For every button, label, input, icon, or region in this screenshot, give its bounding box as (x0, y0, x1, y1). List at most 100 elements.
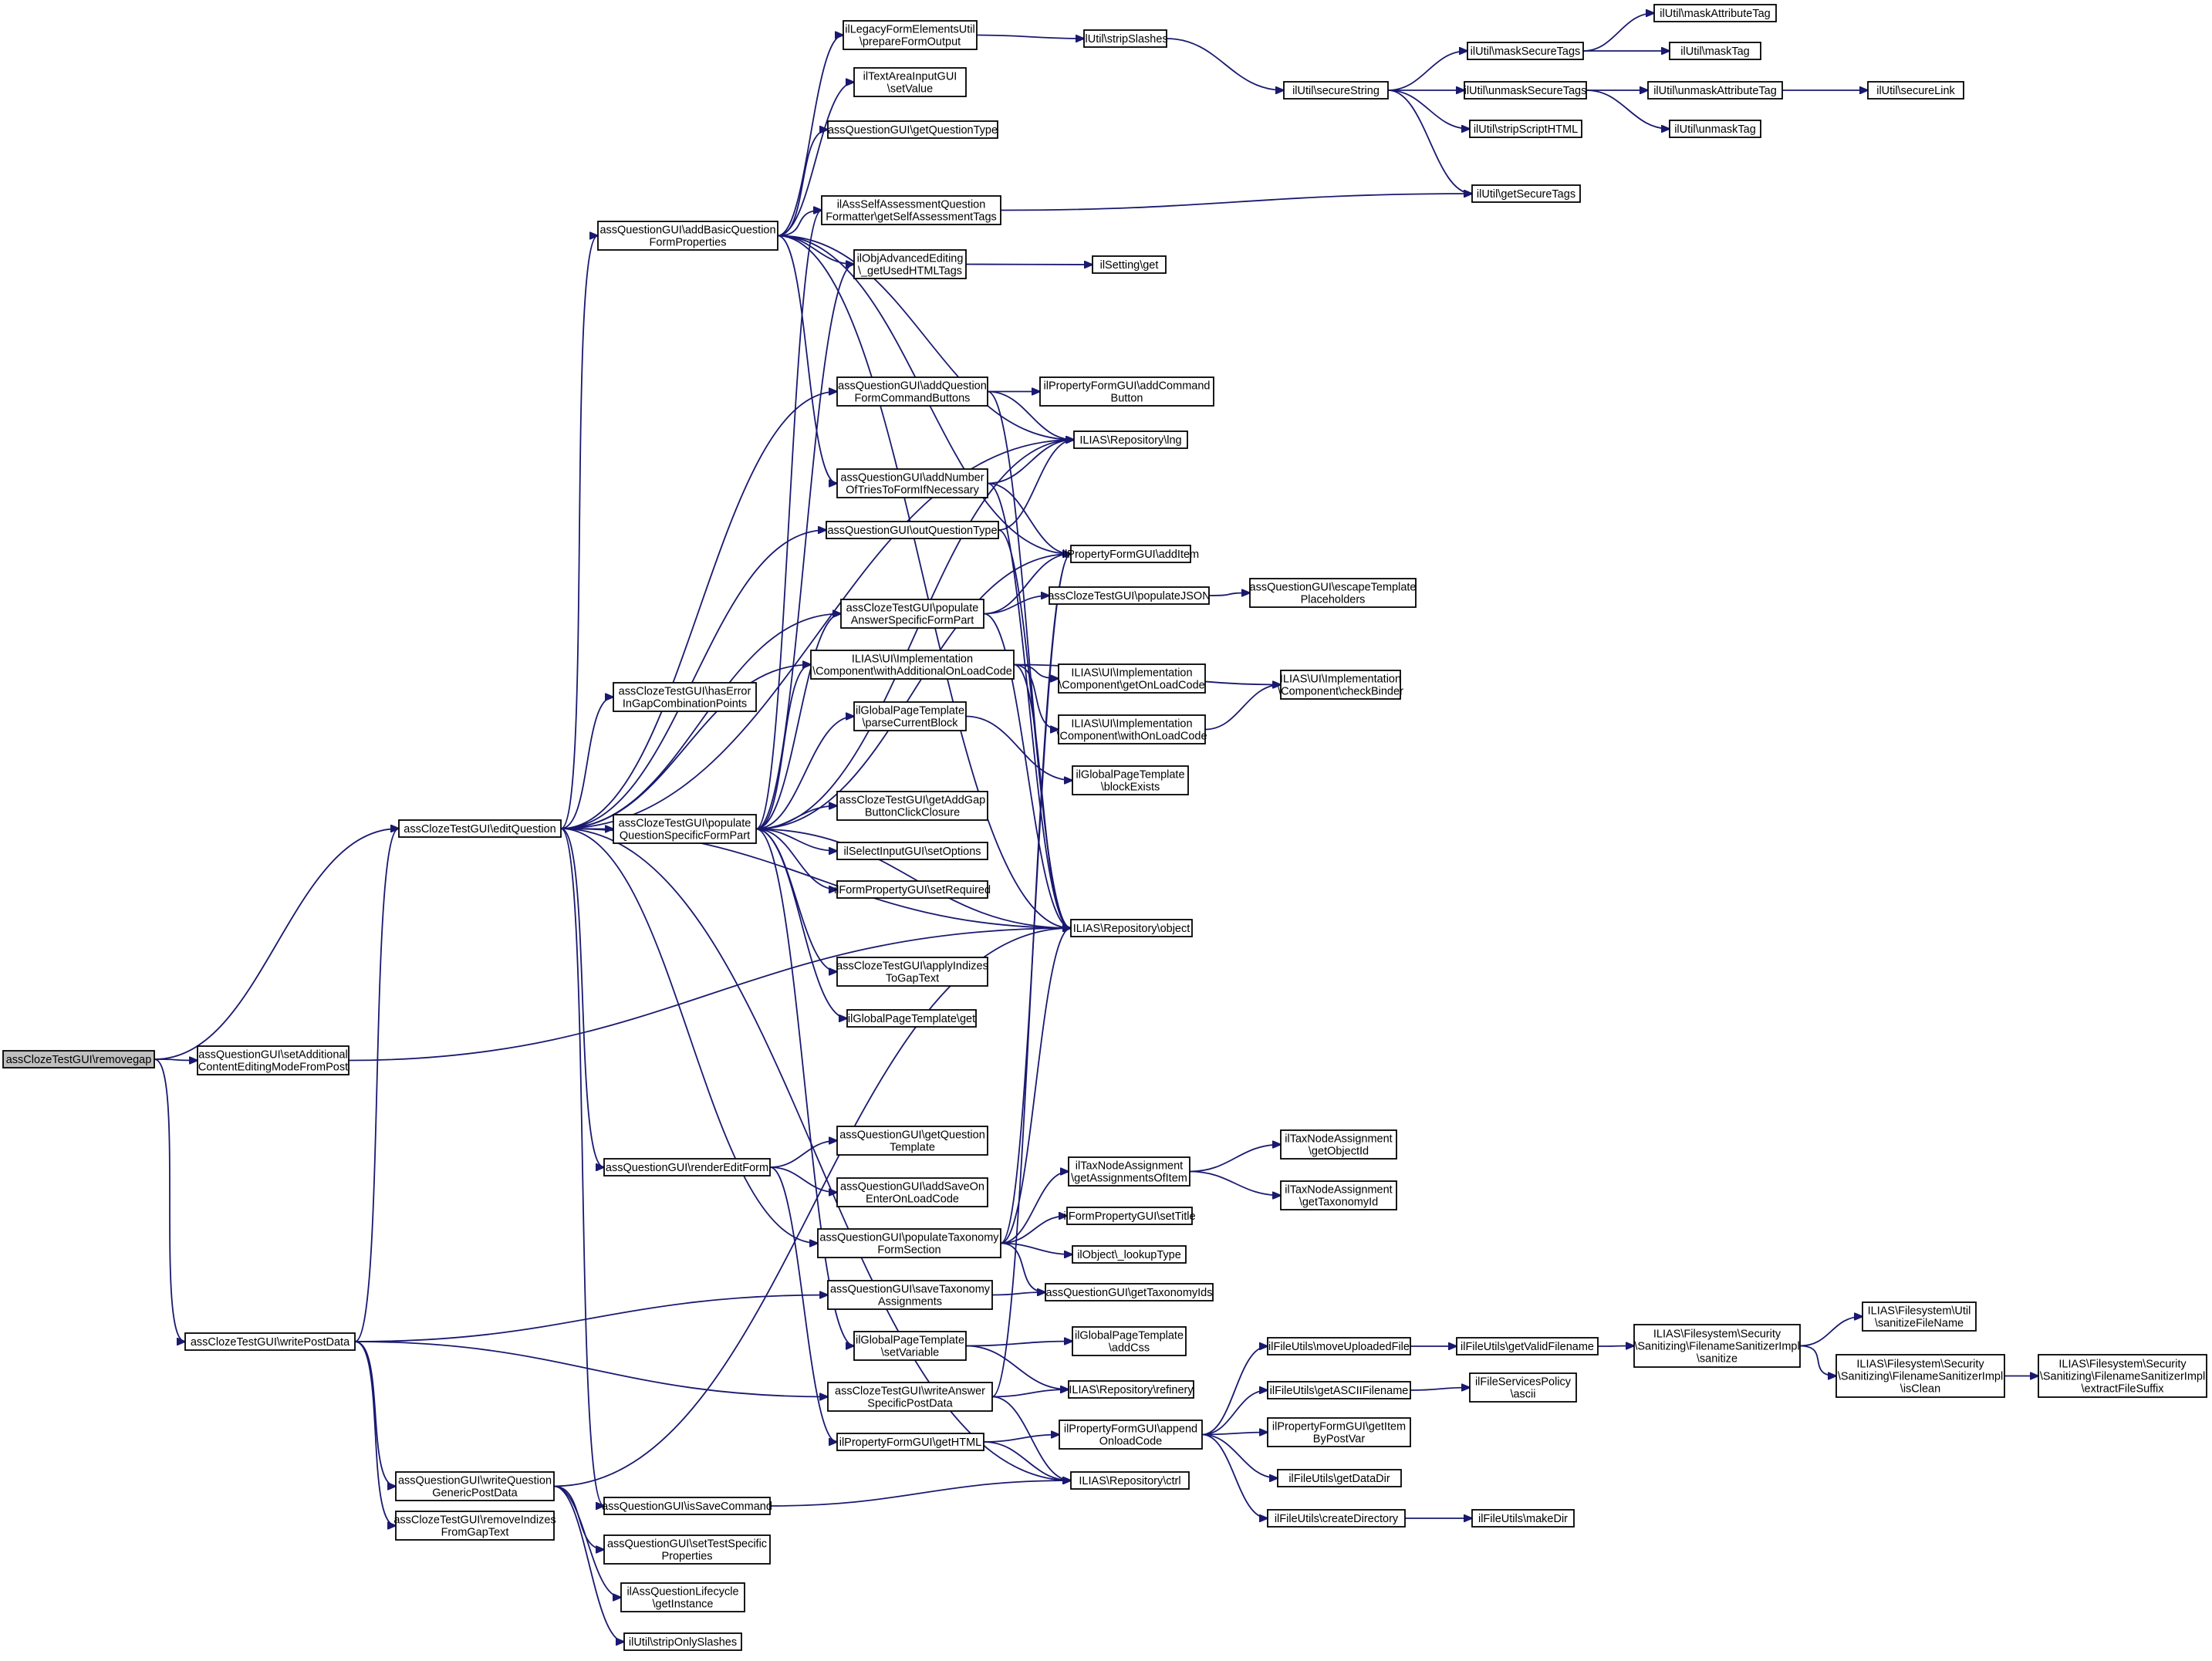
node-box[interactable] (1267, 1509, 1406, 1528)
node-ilpropertyformgui-gethtml[interactable]: ilPropertyFormGUI\getHTML (836, 1433, 984, 1451)
node-ilglobalpagetemplate-blockexists[interactable]: ilGlobalPageTemplate\blockExists (1072, 765, 1189, 795)
node-assclozetestgui-writeanswerspecificpostdata[interactable]: assClozeTestGUI\writeAnswerSpecificPostD… (827, 1382, 993, 1412)
node-box[interactable] (1059, 1420, 1203, 1450)
node-box[interactable] (853, 1331, 967, 1361)
node-ilglobalpagetemplate-setvariable[interactable]: ilGlobalPageTemplate\setVariable (853, 1331, 967, 1361)
node-ilutil-getsecuretags[interactable]: ilUtil\getSecureTags (1471, 184, 1581, 203)
node-box[interactable] (197, 1045, 350, 1075)
node-box[interactable] (817, 1228, 1001, 1258)
node-ilias-repository-object[interactable]: ILIAS\Repository\object (1070, 919, 1193, 937)
node-box[interactable] (1469, 1372, 1577, 1403)
node-box[interactable] (836, 376, 988, 407)
node-box[interactable] (836, 957, 988, 987)
node-ilutil-unmasksecuretags[interactable]: ilUtil\unmaskSecureTags (1464, 81, 1587, 100)
node-assquestiongui-gettaxonomyids[interactable]: assQuestionGUI\getTaxonomyIds (1045, 1283, 1214, 1301)
node-assquestiongui-writequestiongenericpostdata[interactable]: assQuestionGUI\writeQuestionGenericPostD… (395, 1471, 555, 1501)
node-box[interactable] (1471, 1509, 1575, 1528)
node-ilias-ui-implementation-component-withonloadcode[interactable]: ILIAS\UI\Implementation\Component\withOn… (1056, 714, 1207, 744)
node-box[interactable] (1072, 1326, 1187, 1356)
node-box[interactable] (2, 1050, 155, 1069)
node-box[interactable] (1070, 545, 1191, 563)
node-box[interactable] (1633, 1324, 1801, 1368)
node-ilglobalpagetemplate-addcss[interactable]: ilGlobalPageTemplate\addCss (1072, 1326, 1187, 1356)
node-box[interactable] (840, 599, 984, 629)
node-ilutil-securelink[interactable]: ilUtil\secureLink (1867, 81, 1964, 100)
node-assquestiongui-outquestiontype[interactable]: assQuestionGUI\outQuestionType (826, 521, 999, 539)
node-box[interactable] (2038, 1354, 2207, 1398)
node-ilassquestionlifecycle-getinstance[interactable]: ilAssQuestionLifecycle\getInstance (620, 1582, 745, 1612)
node-box[interactable] (1467, 42, 1584, 60)
node-ilassselfassessmentquestionformatter-getselfassessmenttags[interactable]: ilAssSelfAssessmentQuestionFormatter\get… (821, 195, 1001, 225)
node-box[interactable] (1068, 1380, 1194, 1399)
node-ilglobalpagetemplate-parsecurrentblock[interactable]: ilGlobalPageTemplate\parseCurrentBlock (853, 701, 967, 731)
node-box[interactable] (1280, 1129, 1397, 1160)
node-ilobject-lookuptype[interactable]: ilObject\_lookupType (1072, 1245, 1187, 1264)
node-iltextareainputgui-setvalue[interactable]: ilTextAreaInputGUI\setValue (853, 67, 967, 97)
node-box[interactable] (603, 1158, 771, 1177)
node-assclozetestgui-removegap[interactable]: assClozeTestGUI\removegap (2, 1050, 155, 1069)
node-ilsetting-get[interactable]: ilSetting\get (1092, 255, 1167, 274)
node-box[interactable] (1072, 765, 1189, 795)
node-box[interactable] (1280, 1180, 1397, 1210)
node-box[interactable] (395, 1511, 555, 1541)
node-box[interactable] (836, 1126, 988, 1156)
node-box[interactable] (597, 221, 778, 251)
node-ilfileutils-getasciifilename[interactable]: ilFileUtils\getASCIIFilename (1267, 1381, 1411, 1399)
node-box[interactable] (1267, 1337, 1411, 1355)
node-assclozetestgui-haserroringapcombinationpoints[interactable]: assClozeTestGUI\hasErrorInGapCombination… (613, 682, 757, 712)
node-assclozetestgui-editquestion[interactable]: assClozeTestGUI\editQuestion (398, 819, 562, 838)
node-assquestiongui-issavecommand[interactable]: assQuestionGUI\isSaveCommand (602, 1497, 772, 1515)
node-ilias-filesystem-security-sanitizing-filenamesanitizerimpl-isclean[interactable]: ILIAS\Filesystem\Security\Sanitizing\Fil… (1835, 1354, 2005, 1398)
node-box[interactable] (1469, 120, 1582, 138)
node-ilformpropertygui-settitle[interactable]: ilFormPropertyGUI\setTitle (1063, 1207, 1196, 1225)
node-box[interactable] (826, 521, 999, 539)
node-box[interactable] (1068, 1156, 1190, 1187)
node-assclozetestgui-getaddgapbuttonclickclosure[interactable]: assClozeTestGUI\getAddGapButtonClickClos… (836, 791, 988, 821)
node-iltaxnodeassignment-getobjectid[interactable]: ilTaxNodeAssignment\getObjectId (1280, 1129, 1397, 1160)
node-box[interactable] (1073, 430, 1188, 449)
node-box[interactable] (846, 1009, 977, 1028)
node-assquestiongui-populatetaxonomyformsection[interactable]: assQuestionGUI\populateTaxonomyFormSecti… (817, 1228, 1001, 1258)
node-box[interactable] (1049, 586, 1210, 605)
node-ilias-repository-ctrl[interactable]: ILIAS\Repository\ctrl (1070, 1471, 1190, 1490)
node-ilglobalpagetemplate-get[interactable]: ilGlobalPageTemplate\get (846, 1009, 977, 1028)
node-box[interactable] (1280, 670, 1401, 700)
node-box[interactable] (1835, 1354, 2005, 1398)
node-box[interactable] (853, 67, 967, 97)
node-box[interactable] (395, 1471, 555, 1501)
node-ilias-repository-refinery[interactable]: ILIAS\Repository\refinery (1068, 1380, 1194, 1399)
node-box[interactable] (1456, 1337, 1599, 1355)
node-assquestiongui-addbasicquestionformproperties[interactable]: assQuestionGUI\addBasicQuestionFormPrope… (597, 221, 778, 251)
node-assquestiongui-escapetemplateplaceholders[interactable]: assQuestionGUI\escapeTemplatePlaceholder… (1249, 578, 1417, 608)
node-ilobjadvancedediting-getusedhtmltags[interactable]: ilObjAdvancedEditing\_getUsedHTMLTags (853, 249, 967, 279)
node-iltaxnodeassignment-getassignmentsofitem[interactable]: ilTaxNodeAssignment\getAssignmentsOfItem (1068, 1156, 1190, 1187)
node-box[interactable] (1277, 1469, 1402, 1487)
node-ilutil-stripslashes[interactable]: ilUtil\stripSlashes (1082, 29, 1168, 48)
node-assclozetestgui-populatejson[interactable]: assClozeTestGUI\populateJSON (1048, 586, 1211, 605)
node-ilfileutils-createdirectory[interactable]: ilFileUtils\createDirectory (1267, 1509, 1406, 1528)
node-box[interactable] (1464, 81, 1587, 100)
node-ilformpropertygui-setrequired[interactable]: ilFormPropertyGUI\setRequired (834, 880, 991, 899)
node-box[interactable] (1471, 184, 1581, 203)
node-ilutil-masktag[interactable]: ilUtil\maskTag (1669, 42, 1761, 60)
node-box[interactable] (821, 195, 1001, 225)
node-assclozetestgui-populatequestionspecificformpart[interactable]: assClozeTestGUI\populateQuestionSpecific… (613, 814, 757, 844)
node-ilutil-unmasktag[interactable]: ilUtil\unmaskTag (1669, 120, 1761, 138)
node-box[interactable] (810, 650, 1015, 680)
node-ilias-filesystem-security-sanitizing-filenamesanitizerimpl-extractfilesuffix[interactable]: ILIAS\Filesystem\Security\Sanitizing\Fil… (2038, 1354, 2207, 1398)
node-box[interactable] (1066, 1207, 1193, 1225)
node-ilias-repository-lng[interactable]: ILIAS\Repository\lng (1073, 430, 1188, 449)
node-box[interactable] (853, 249, 967, 279)
node-box[interactable] (184, 1332, 356, 1351)
node-box[interactable] (853, 701, 967, 731)
node-ilfileutils-moveuploadedfile[interactable]: ilFileUtils\moveUploadedFile (1267, 1337, 1411, 1355)
node-box[interactable] (1058, 714, 1206, 744)
node-box[interactable] (843, 20, 978, 50)
node-box[interactable] (398, 819, 562, 838)
node-ilutil-masksecuretags[interactable]: ilUtil\maskSecureTags (1467, 42, 1584, 60)
